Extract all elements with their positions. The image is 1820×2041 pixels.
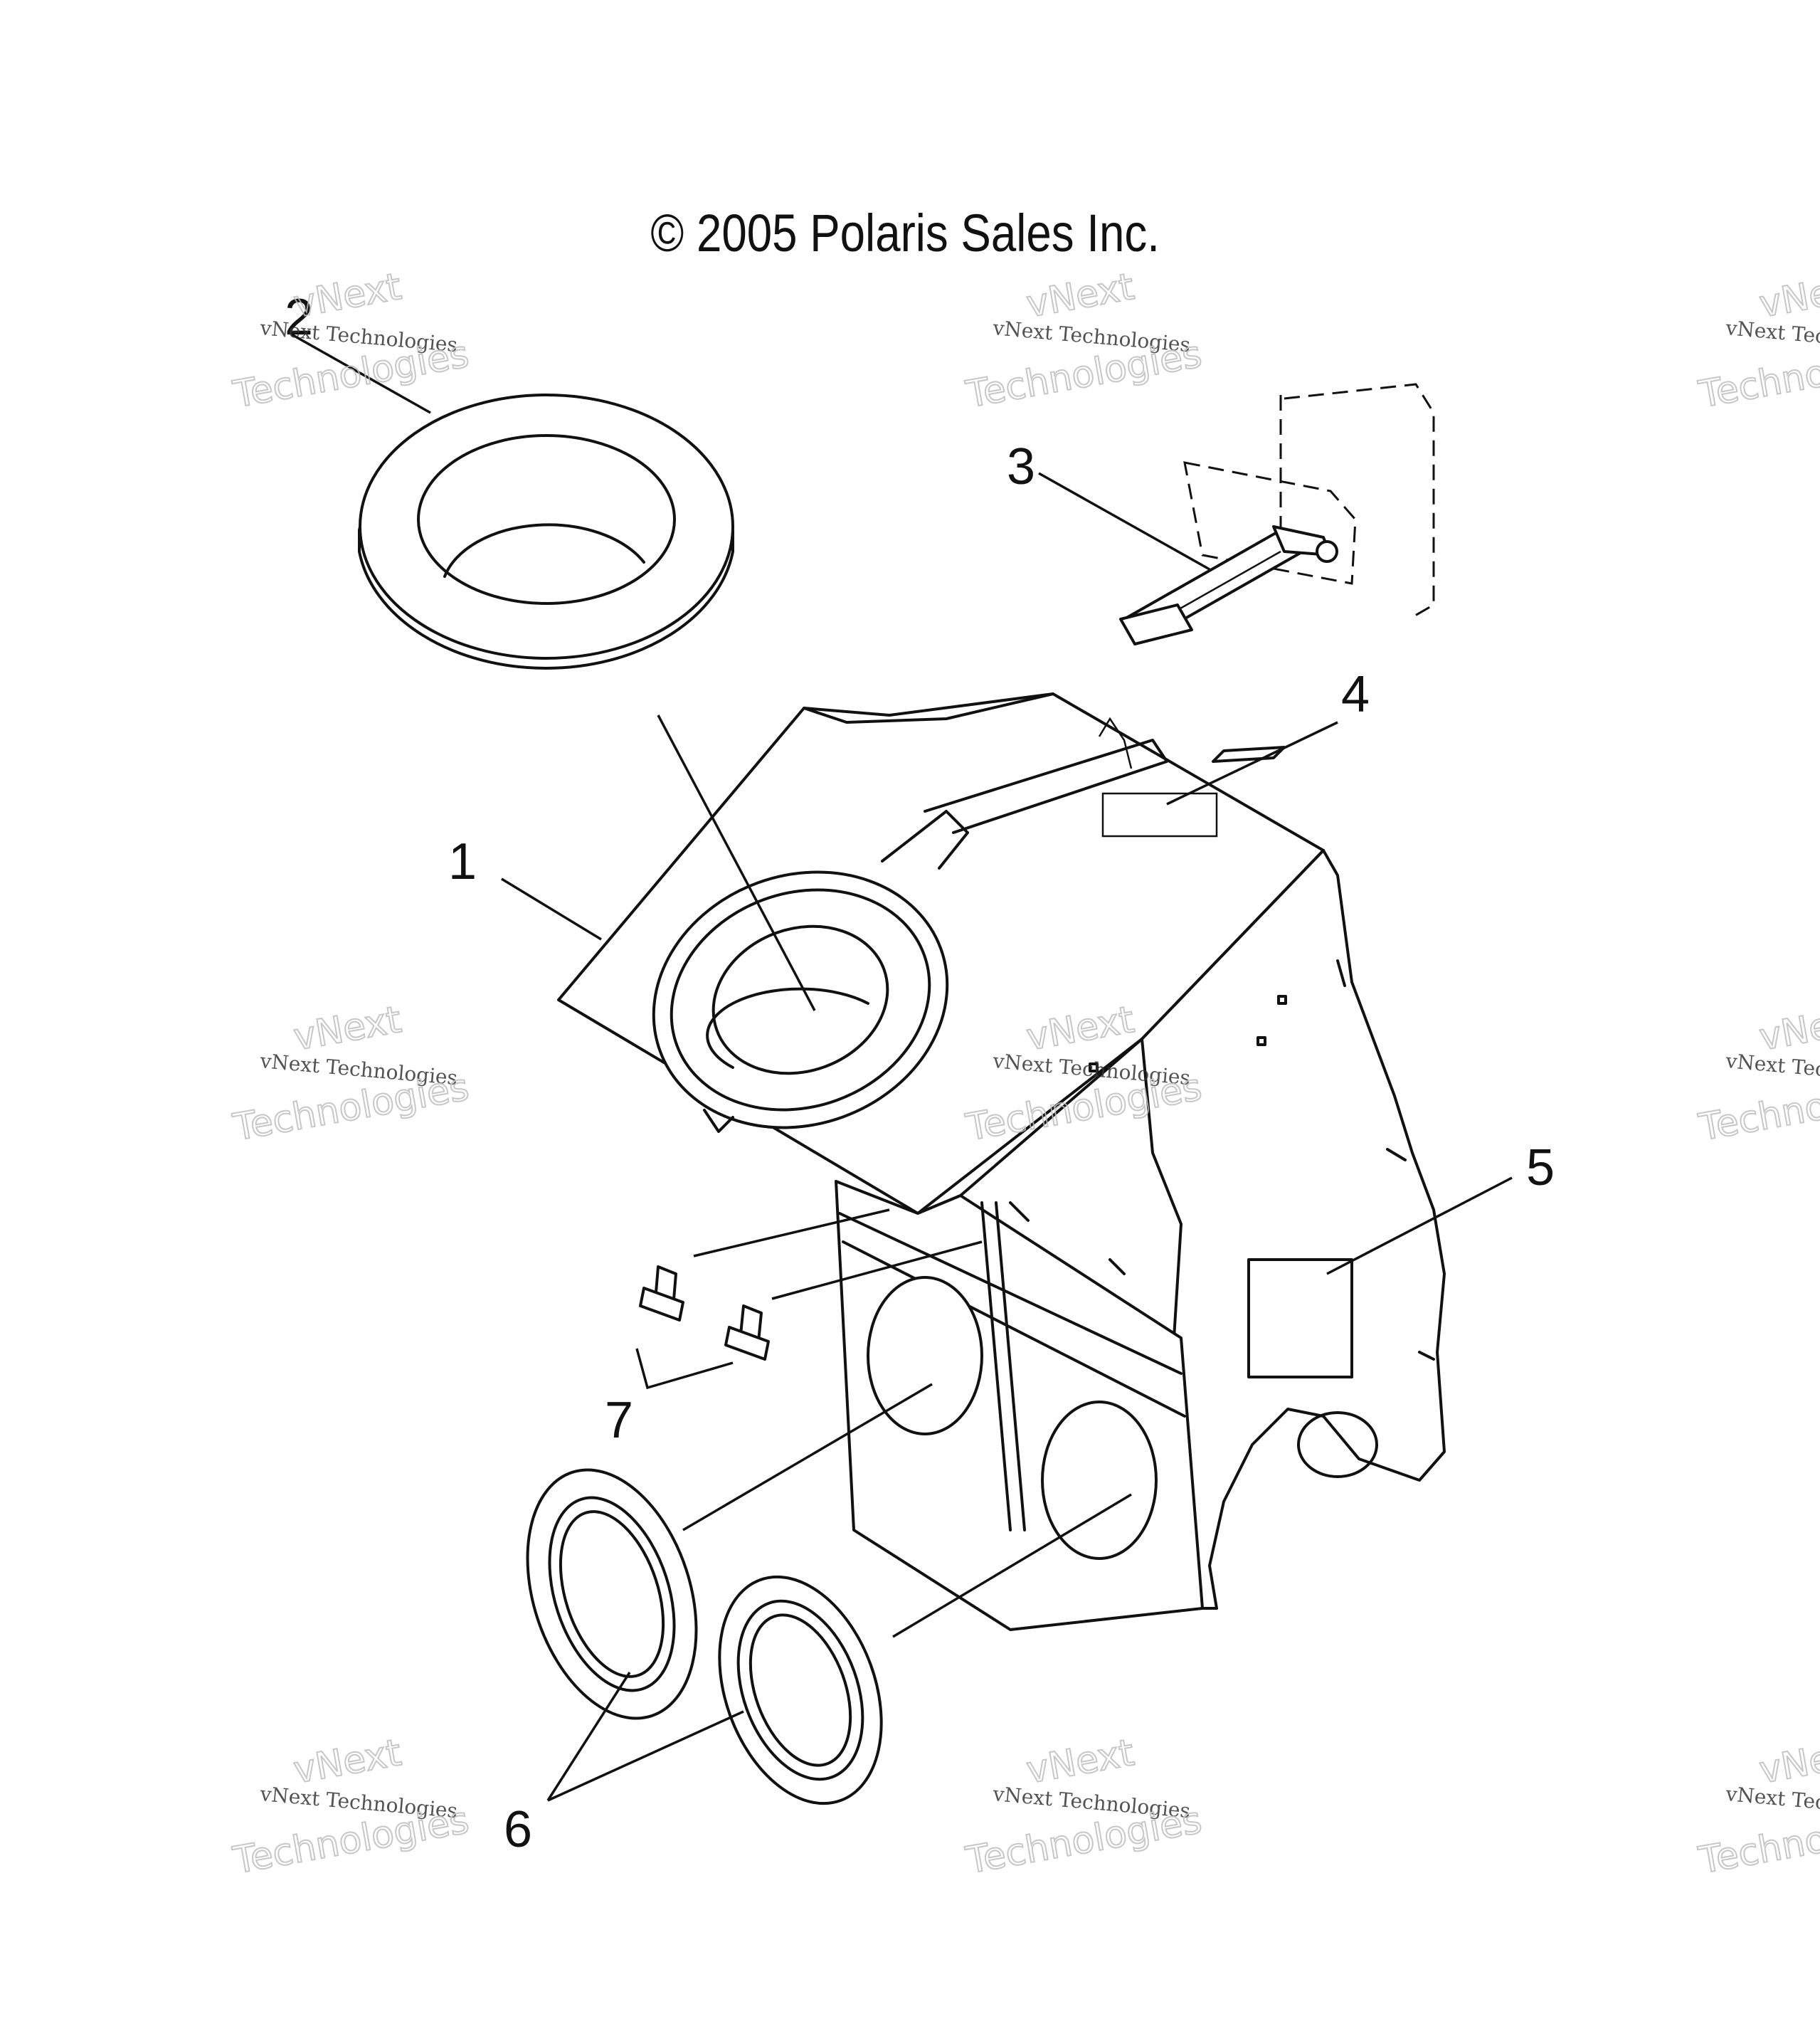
svg-text:vNext: vNext <box>1756 265 1820 326</box>
callouts: 2 3 4 1 5 7 6 <box>285 289 1555 1858</box>
watermark: vNext vNext Technologies Technologies <box>1695 998 1820 1150</box>
part-1-airbox <box>557 692 1446 1631</box>
leader-lines <box>291 333 1513 1802</box>
svg-text:vNext: vNext <box>290 1731 404 1792</box>
svg-text:vNext: vNext <box>1023 265 1137 326</box>
copyright-notice: © 2005 Polaris Sales Inc. <box>650 204 1160 263</box>
watermark: vNext vNext Technologies Technologies <box>1695 1731 1820 1883</box>
watermark: vNext vNext Technologies Technologies <box>229 265 472 417</box>
watermark: vNext vNext Technologies Technologies <box>962 1731 1205 1883</box>
svg-text:vNext Technologies: vNext Technologies <box>1724 1782 1820 1823</box>
svg-text:vNext: vNext <box>1756 1731 1820 1792</box>
svg-text:vNext Technologies: vNext Technologies <box>1724 1049 1820 1090</box>
part-2-foam-ring <box>358 394 734 670</box>
callout-4: 4 <box>1341 666 1370 723</box>
svg-text:vNext: vNext <box>290 265 404 326</box>
watermark: vNext vNext Technologies Technologies <box>229 998 472 1150</box>
watermark: vNext vNext Technologies Technologies <box>962 265 1205 417</box>
callout-6: 6 <box>504 1801 532 1858</box>
svg-text:vNext: vNext <box>1023 1731 1137 1792</box>
svg-text:vNext: vNext <box>1756 998 1820 1059</box>
callout-5: 5 <box>1526 1139 1555 1196</box>
callout-7: 7 <box>605 1392 633 1449</box>
callout-3: 3 <box>1007 438 1035 495</box>
callout-2: 2 <box>285 289 313 346</box>
watermark: vNext vNext Technologies Technologies <box>229 1731 472 1883</box>
part-3-strap <box>1119 383 1435 645</box>
svg-text:vNext Technologies: vNext Technologies <box>1724 316 1820 357</box>
part-6-grommets <box>526 1468 883 1805</box>
part-7-fittings <box>639 1265 770 1361</box>
callout-1: 1 <box>448 833 477 890</box>
svg-text:vNext: vNext <box>290 998 404 1059</box>
watermark: vNext vNext Technologies Technologies <box>1695 265 1820 417</box>
